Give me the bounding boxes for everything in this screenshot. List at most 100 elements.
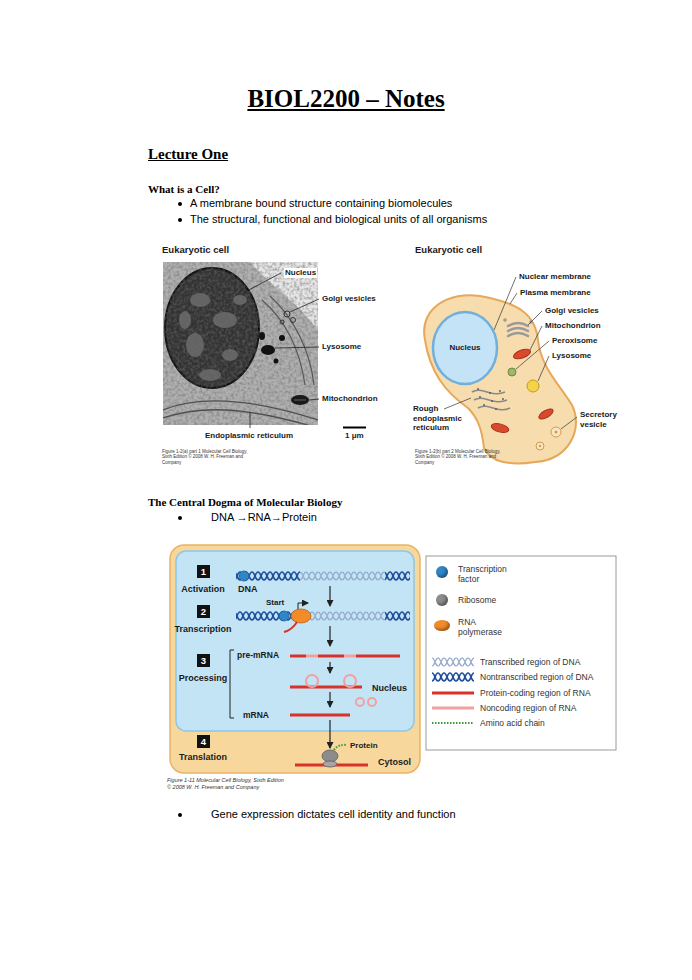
transcription-factor	[279, 611, 289, 621]
nucleus-shape	[433, 312, 497, 384]
leader-line	[250, 412, 251, 428]
secretory-vesicle-shape	[551, 427, 561, 437]
dna-helix	[236, 610, 300, 622]
intron-loop	[368, 698, 376, 706]
start-arrow	[298, 603, 308, 609]
leader-line	[528, 311, 542, 325]
pre-mrna-strand	[344, 655, 356, 658]
micrograph	[163, 262, 366, 428]
part-label: Nucleus	[284, 268, 317, 278]
dna-helix	[385, 610, 410, 622]
flow-arrow	[329, 720, 330, 748]
dna-helix	[236, 570, 300, 582]
micrograph-photo	[279, 335, 285, 341]
step-label: Activation	[173, 584, 233, 595]
flow-arrow	[329, 692, 330, 707]
legend-panel	[426, 556, 616, 750]
rough-er-shape	[472, 390, 510, 409]
lysosome-shape	[527, 380, 539, 392]
flow-arrow	[329, 626, 330, 646]
pre-mrna-strand	[318, 655, 344, 658]
legend-sample	[432, 671, 474, 683]
bullet-text: Gene expression dictates cell identity a…	[211, 808, 456, 821]
part-label: Lysosome	[552, 351, 591, 361]
er-ribosome	[495, 408, 497, 410]
transcription-factor	[239, 571, 249, 581]
legend-text: RNA polymerase	[458, 617, 514, 637]
sub-heading: What is a Cell?	[148, 183, 220, 196]
cytosol-region	[170, 545, 420, 773]
step-number: 3	[201, 656, 206, 666]
part-label: Mitochondrion	[545, 321, 601, 331]
micrograph-photo	[284, 311, 290, 317]
central-dogma-figure	[170, 545, 616, 773]
legend-swatch	[434, 620, 450, 631]
mitochondrion-shape	[490, 422, 509, 434]
mitochondrion-shape	[512, 347, 532, 361]
section-heading: Lecture One	[148, 145, 228, 163]
figure-credit: Figure 1-2(a) part 1 Molecular Cell Biol…	[162, 449, 252, 465]
leader-line	[494, 277, 516, 330]
leader-line	[510, 293, 517, 304]
page-title: BIOL2200 – Notes	[0, 84, 692, 114]
dna-helix	[300, 610, 385, 622]
scale-label: 1 μm	[345, 431, 364, 441]
pre-mrna-strand	[306, 655, 318, 658]
er-ribosome	[499, 390, 501, 392]
legend-sample	[432, 707, 474, 710]
mitochondrion-shape	[490, 347, 554, 434]
dna-helix	[300, 570, 385, 582]
micrograph-photo	[163, 262, 318, 425]
step-number-box: 3	[197, 654, 210, 667]
micrograph-photo	[259, 332, 265, 340]
legend-text: Amino acid chain	[480, 718, 545, 728]
flow-arrow	[329, 586, 330, 606]
er-ribosome	[489, 392, 491, 394]
bullet-text: DNA →RNA→Protein	[211, 511, 317, 524]
sub-heading: The Central Dogma of Molecular Biology	[148, 496, 342, 509]
figure-title: Eukaryotic cell	[162, 244, 229, 255]
er-ribosome	[479, 396, 481, 398]
step-label: Transcription	[173, 624, 233, 635]
bullet-dot	[178, 202, 182, 206]
nascent-rna	[284, 622, 297, 632]
mrna-strand	[290, 714, 350, 717]
ribosome-shape	[323, 761, 337, 767]
pre-mrna-strand	[290, 655, 306, 658]
golgi-stack	[508, 323, 528, 326]
ribosome-shape	[322, 750, 338, 762]
leader-line	[444, 398, 471, 409]
rough-er-shape	[478, 406, 510, 409]
er-ribosome	[491, 400, 493, 402]
dna-helix	[385, 570, 410, 582]
legend-sample	[432, 692, 474, 695]
leader-line	[309, 399, 319, 400]
secretory-vesicle-shape	[536, 427, 561, 450]
intron-loop	[356, 698, 364, 706]
er-ribosome	[477, 388, 504, 410]
leader-line	[290, 299, 319, 312]
amino-acid-chain	[334, 745, 347, 750]
cell-illustration	[424, 277, 577, 463]
legend-sample	[432, 722, 474, 724]
step-label: Processing	[173, 673, 233, 684]
nucleus-region	[176, 551, 414, 731]
part-label: Rough endoplasmic reticulum	[413, 404, 468, 433]
micrograph-photo	[280, 320, 284, 324]
bullet-text: A membrane bound structure containing bi…	[190, 197, 452, 210]
bullet-dot	[178, 218, 182, 222]
molecule-label: pre-mRNA	[237, 650, 279, 660]
rough-er-shape	[472, 390, 505, 393]
micrograph-photo	[274, 359, 279, 364]
micrograph-photo	[294, 400, 306, 401]
bullet-dot	[178, 516, 182, 520]
step-number-box: 1	[197, 565, 210, 578]
intron-loop	[306, 675, 318, 687]
step-number-box: 2	[197, 605, 210, 618]
micrograph-photo	[163, 262, 318, 425]
vesicle-content	[539, 445, 541, 447]
legend-sample	[432, 656, 474, 668]
